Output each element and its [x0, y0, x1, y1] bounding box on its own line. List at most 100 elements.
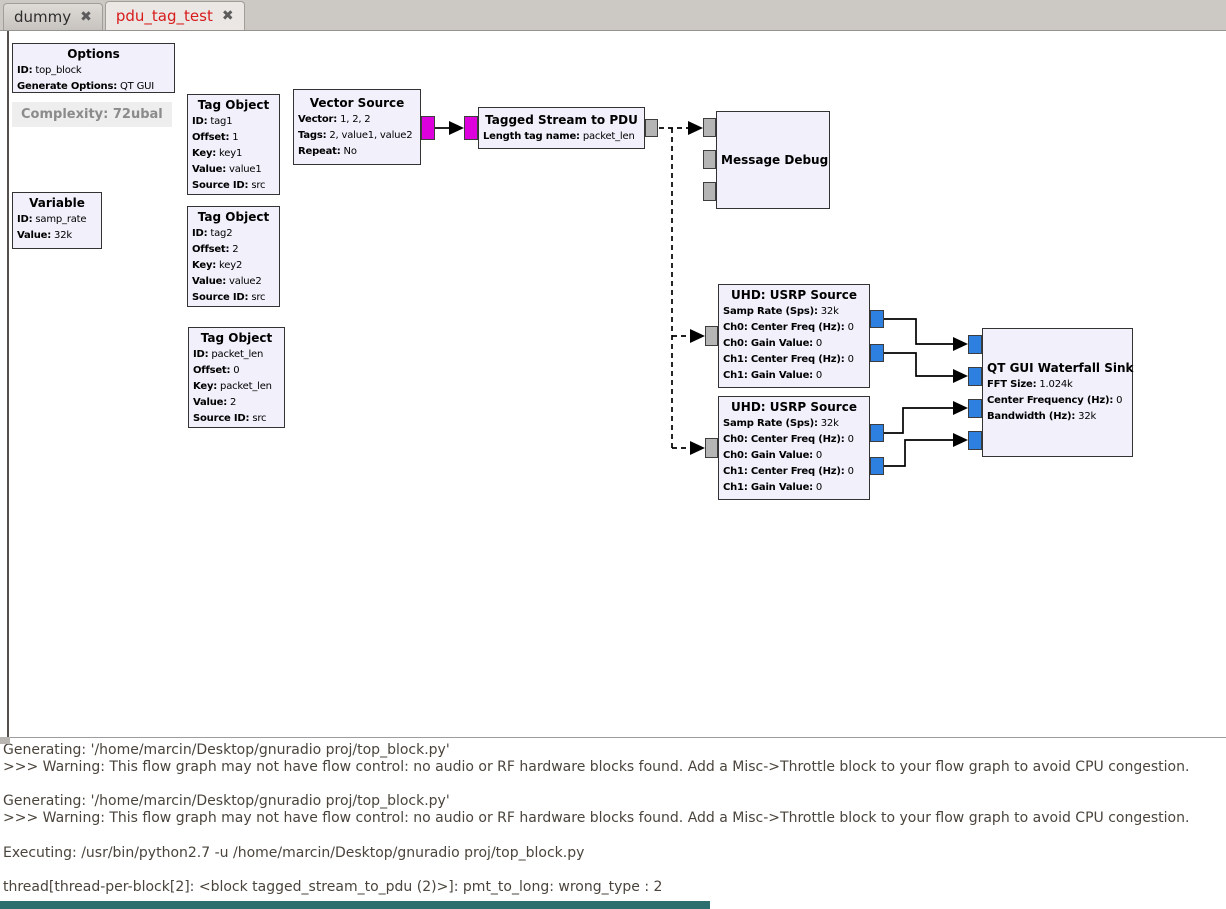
block-param: Tags: 2, value1, value2 — [298, 130, 413, 141]
block-param: ID: packet_len — [193, 349, 264, 360]
connection-arrowhead[interactable] — [449, 121, 464, 135]
block-param: Ch0: Center Freq (Hz): 0 — [723, 434, 854, 445]
block-param: ID: tag1 — [192, 116, 233, 127]
port-usrp1-out0[interactable] — [870, 310, 884, 328]
port-waterfall-in1[interactable] — [968, 367, 982, 386]
console-scrollbar[interactable] — [0, 901, 710, 909]
console-panel: Generating: '/home/marcin/Desktop/gnurad… — [0, 737, 1226, 901]
splitter-handle[interactable] — [0, 737, 10, 744]
connection-usrp2-out0-to-waterfall[interactable] — [884, 407, 953, 434]
block-title: Tag Object — [200, 331, 273, 345]
connection-usrp1-out1-to-waterfall[interactable] — [884, 352, 953, 377]
block-message-debug[interactable]: Message Debug — [716, 111, 830, 209]
port-usrp2-out0[interactable] — [870, 424, 884, 442]
port-usrp1-out1[interactable] — [870, 344, 884, 362]
block-title: Tagged Stream to PDU — [485, 112, 638, 127]
block-param: Ch0: Center Freq (Hz): 0 — [723, 322, 854, 333]
console-output: Generating: '/home/marcin/Desktop/gnurad… — [3, 742, 1190, 895]
block-title: UHD: USRP Source — [731, 400, 857, 414]
block-param: Vector: 1, 2, 2 — [298, 114, 371, 125]
tab-close-icon[interactable]: ✖ — [221, 7, 234, 24]
connection-arrowhead[interactable] — [690, 441, 705, 455]
port-message-debug-in1[interactable] — [703, 150, 716, 169]
port-usrp1-msg-in[interactable] — [705, 326, 718, 346]
block-param: Samp Rate (Sps): 32k — [723, 418, 839, 429]
block-param: Ch0: Gain Value: 0 — [723, 338, 823, 349]
connection-arrowhead[interactable] — [953, 369, 968, 383]
block-param: ID: top_block — [17, 65, 82, 76]
port-pdu-msg-out[interactable] — [645, 119, 658, 137]
port-message-debug-in2[interactable] — [703, 182, 716, 201]
block-param: Ch1: Center Freq (Hz): 0 — [723, 466, 854, 477]
block-title: Tag Object — [197, 98, 270, 112]
block-param: Center Frequency (Hz): 0 — [987, 395, 1123, 406]
block-title: Options — [67, 47, 120, 61]
block-title: Message Debug — [721, 152, 829, 167]
port-message-debug-in0[interactable] — [703, 118, 716, 137]
block-param: Offset: 2 — [192, 244, 239, 255]
connection-arrowhead[interactable] — [688, 121, 703, 135]
block-param: Generate Options: QT GUI — [17, 81, 154, 92]
canvas-left-edge — [7, 31, 9, 737]
complexity-label: Complexity: 72ubal — [12, 102, 172, 127]
block-param: FFT Size: 1.024k — [987, 379, 1073, 390]
connection-arrowhead[interactable] — [953, 337, 968, 351]
connection-usrp1-out0-to-waterfall[interactable] — [884, 318, 953, 345]
port-waterfall-in0[interactable] — [968, 335, 982, 354]
block-title: UHD: USRP Source — [731, 288, 857, 302]
block-param: Key: packet_len — [193, 381, 272, 392]
block-param: Samp Rate (Sps): 32k — [723, 306, 839, 317]
connection-arrowhead[interactable] — [690, 329, 705, 343]
block-title: Tag Object — [197, 210, 270, 224]
tab-pdu-tag-test[interactable]: pdu_tag_test ✖ — [104, 1, 245, 30]
block-param: Repeat: No — [298, 146, 357, 157]
block-param: Value: value2 — [192, 276, 262, 287]
connection-arrowhead[interactable] — [953, 401, 968, 415]
block-param: Value: 2 — [193, 397, 237, 408]
tab-bar: dummy ✖ pdu_tag_test ✖ — [0, 0, 1226, 31]
block-param: ID: samp_rate — [17, 214, 87, 225]
port-usrp2-msg-in[interactable] — [705, 438, 718, 458]
port-usrp2-out1[interactable] — [870, 457, 884, 475]
tab-close-icon[interactable]: ✖ — [80, 8, 92, 25]
tab-dummy[interactable]: dummy ✖ — [3, 3, 103, 30]
block-param: Ch1: Gain Value: 0 — [723, 370, 823, 381]
block-param: Bandwidth (Hz): 32k — [987, 411, 1097, 422]
block-param: Ch1: Center Freq (Hz): 0 — [723, 354, 854, 365]
block-param: Source ID: src — [192, 292, 266, 303]
block-param: Offset: 0 — [193, 365, 240, 376]
block-param: Ch0: Gain Value: 0 — [723, 450, 823, 461]
port-waterfall-in3[interactable] — [968, 431, 982, 450]
port-waterfall-in2[interactable] — [968, 399, 982, 418]
connection-arrowhead[interactable] — [953, 433, 968, 447]
port-pdu-in[interactable] — [464, 116, 478, 140]
block-title: Variable — [29, 196, 85, 210]
block-param: ID: tag2 — [192, 228, 233, 239]
block-title: Vector Source — [309, 96, 405, 110]
tab-label: pdu_tag_test — [115, 6, 213, 25]
block-param: Source ID: src — [193, 413, 267, 424]
port-vector-source-out[interactable] — [421, 116, 435, 140]
block-param: Key: key1 — [192, 148, 243, 159]
block-param: Offset: 1 — [192, 132, 239, 143]
block-title: QT GUI Waterfall Sink — [987, 361, 1134, 375]
block-param: Value: value1 — [192, 164, 262, 175]
tab-label: dummy — [14, 7, 72, 26]
block-param: Ch1: Gain Value: 0 — [723, 482, 823, 493]
block-param: Source ID: src — [192, 180, 266, 191]
connection-usrp2-out1-to-waterfall[interactable] — [884, 439, 953, 467]
block-param: Key: key2 — [192, 260, 243, 271]
connections-layer — [435, 121, 968, 467]
block-param: Value: 32k — [17, 230, 72, 241]
